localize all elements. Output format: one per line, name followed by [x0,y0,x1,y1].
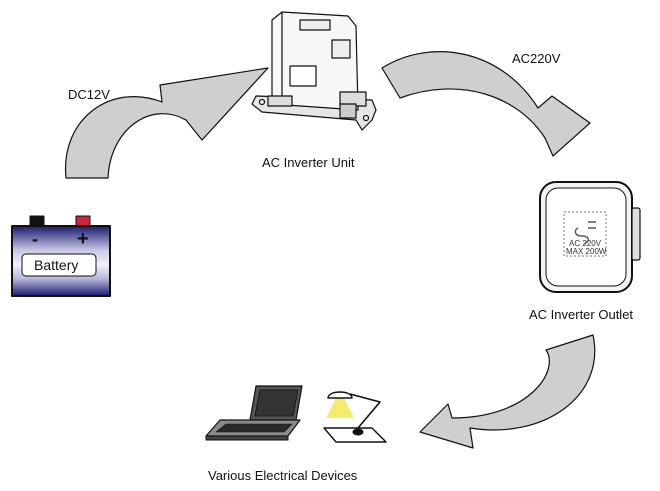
outlet-icon [539,181,641,293]
inverter-unit-label: AC Inverter Unit [262,155,355,170]
inverter-outlet-label: AC Inverter Outlet [529,307,634,322]
ac-voltage-label: AC220V [512,51,561,66]
laptop-icon [205,385,303,441]
ac-flow-arrow [381,51,591,157]
battery-minus-sign: - [32,229,38,249]
devices-label: Various Electrical Devices [208,468,358,483]
desk-lamp-icon [323,391,387,443]
battery-icon [11,215,111,297]
dc-voltage-label: DC12V [68,87,110,102]
outlet-rating-voltage: AC 220V [569,239,602,248]
outlet-rating-power: MAX 200W [566,247,607,256]
inverter-unit-icon [251,11,377,131]
device-flow-arrow [419,334,596,449]
battery-label: Battery [34,257,79,273]
battery-plus-sign: + [77,228,89,250]
dc-flow-arrow [64,67,269,179]
